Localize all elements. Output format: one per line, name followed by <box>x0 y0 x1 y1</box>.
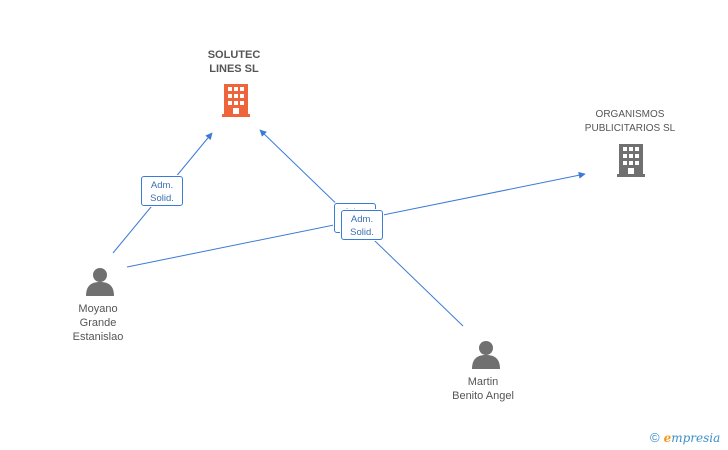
copyright-symbol: © <box>650 430 660 445</box>
person-name-line: Martin <box>467 376 499 388</box>
person-icon <box>472 341 500 369</box>
person-label-martin[interactable]: Martin Benito Angel <box>438 375 528 403</box>
company-name-line: SOLUTEC <box>207 49 261 61</box>
person-name-line: Estanislao <box>72 331 124 343</box>
person-name-line: Benito Angel <box>452 390 514 402</box>
person-name-line: Moyano <box>78 303 118 315</box>
role-badge[interactable]: Adm. Solid. <box>141 176 183 206</box>
role-line: Adm. <box>350 214 374 225</box>
role-line: Solid. <box>350 227 374 238</box>
brand-name: mpresia <box>671 431 721 445</box>
role-badge[interactable]: Adm. Solid. <box>341 210 383 240</box>
building-icon <box>222 84 250 117</box>
role-line: Adm. <box>150 180 174 191</box>
company-name-line: ORGANISMOS <box>595 109 665 120</box>
person-name-line: Grande <box>79 317 117 329</box>
person-icon <box>86 268 114 296</box>
brand-logo: ©empresia <box>650 430 720 445</box>
person-label-moyano[interactable]: Moyano Grande Estanislao <box>58 302 138 344</box>
role-line: Solid. <box>150 193 174 204</box>
brand-e: e <box>663 431 672 445</box>
company-name-line: LINES SL <box>209 63 259 75</box>
company-label-solutec[interactable]: SOLUTEC LINES SL <box>198 48 270 76</box>
company-label-organismos[interactable]: ORGANISMOS PUBLICITARIOS SL <box>575 108 685 136</box>
company-name-line: PUBLICITARIOS SL <box>584 123 676 134</box>
building-icon <box>617 144 645 177</box>
